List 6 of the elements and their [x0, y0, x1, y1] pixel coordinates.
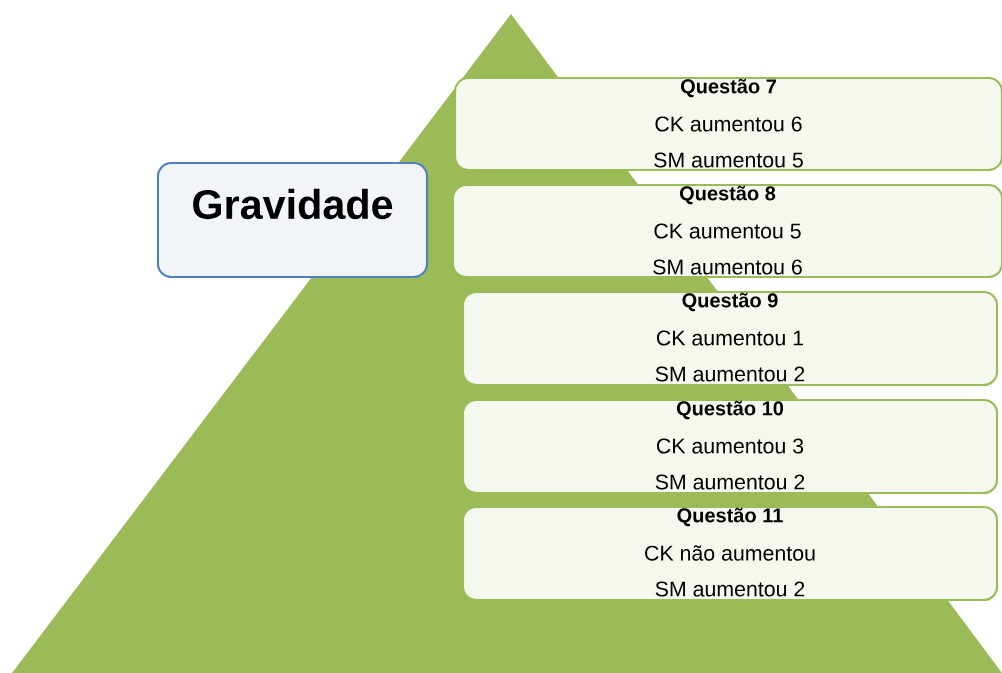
question-box: Questão 11 CK não aumentou SM aumentou 2	[461, 505, 999, 602]
question-box: Questão 9 CK aumentou 1 SM aumentou 2	[461, 290, 999, 387]
question-box: Questão 10 CK aumentou 3 SM aumentou 2	[461, 398, 999, 495]
question-box: Questão 7 CK aumentou 6 SM aumentou 5	[453, 76, 1002, 172]
title-box: Gravidade	[156, 161, 429, 279]
question-box: Questão 8 CK aumentou 5 SM aumentou 6	[451, 183, 1002, 279]
